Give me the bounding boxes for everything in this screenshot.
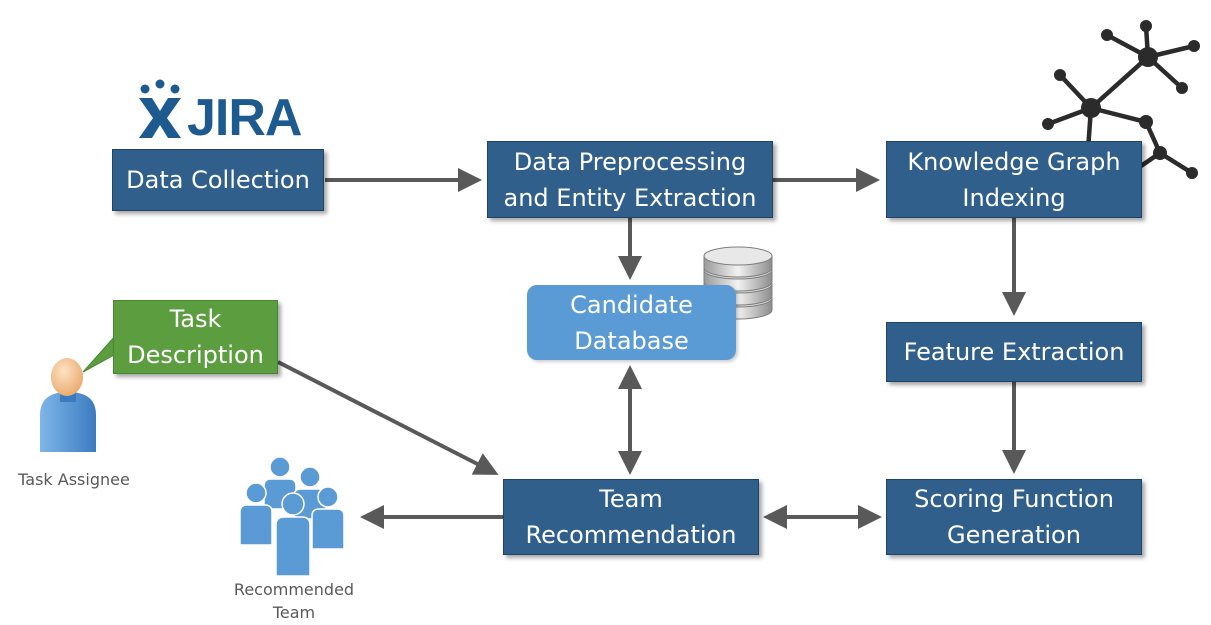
task-assignee-caption: Task Assignee xyxy=(18,470,130,489)
jira-logo-text: JIRA xyxy=(187,89,302,147)
task-description-box: Task Description xyxy=(113,300,278,374)
team-icon xyxy=(239,456,345,577)
candidate-database-box: Candidate Database xyxy=(527,285,736,360)
scoring-function-box: Scoring Function Generation xyxy=(886,479,1142,555)
data-collection-box: Data Collection xyxy=(112,149,324,211)
recommended-team-caption: Recommended Team xyxy=(233,580,355,622)
feature-extraction-box: Feature Extraction xyxy=(886,322,1142,382)
preprocessing-box: Data Preprocessing and Entity Extraction xyxy=(487,141,773,218)
knowledge-graph-indexing-box: Knowledge Graph Indexing xyxy=(886,141,1142,218)
jira-logo-icon xyxy=(139,79,181,138)
connectors xyxy=(277,168,1026,529)
arrow-description-to-team xyxy=(277,360,499,475)
person-icon xyxy=(40,358,96,452)
team-recommendation-box: Team Recommendation xyxy=(503,479,759,555)
